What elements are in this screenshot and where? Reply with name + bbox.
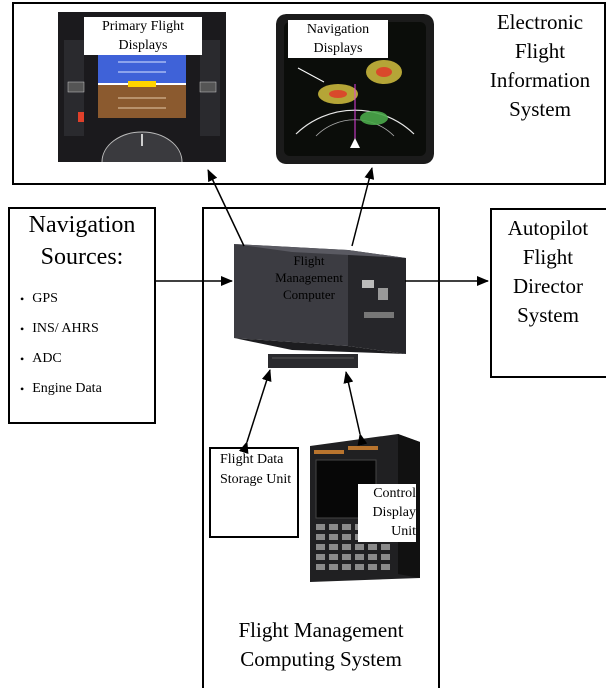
fmcs-box: [202, 207, 440, 688]
fmcs-title: Flight Management Computing System: [238, 618, 404, 671]
cdu-label: Control Display Unit: [358, 484, 416, 542]
arrow-cdu-fmc: [343, 371, 368, 446]
nd-label: Navigation Displays: [288, 20, 388, 58]
nav-source-item: Engine Data: [20, 374, 150, 404]
nav-sources-box: [8, 207, 156, 424]
arrow-fmc-to-pfd: [207, 169, 245, 247]
efis-title: Electronic Flight Information System: [489, 10, 591, 121]
arrow-storage-fmc: [238, 369, 272, 454]
nav-source-item: ADC: [20, 344, 150, 374]
storage-label: Flight Data Storage Unit: [220, 452, 292, 487]
nav-source-item: GPS: [20, 284, 150, 314]
autopilot-box: [490, 208, 606, 378]
nav-sources-title: Navigation Sources:: [28, 212, 136, 270]
nav-source-item: INS/ AHRS: [20, 314, 150, 344]
arrow-fmc-to-nd: [351, 167, 375, 247]
fmc-image: [228, 238, 412, 378]
efis-box: [12, 2, 606, 185]
nav-sources-list: GPS INS/ AHRS ADC Engine Data: [20, 284, 150, 404]
primary-flight-display-image: [58, 12, 226, 162]
pfd-label: Primary Flight Displays: [84, 17, 202, 55]
fmc-label: Flight Management Computer: [275, 253, 343, 302]
autopilot-title: Autopilot Flight Director System: [507, 216, 589, 327]
